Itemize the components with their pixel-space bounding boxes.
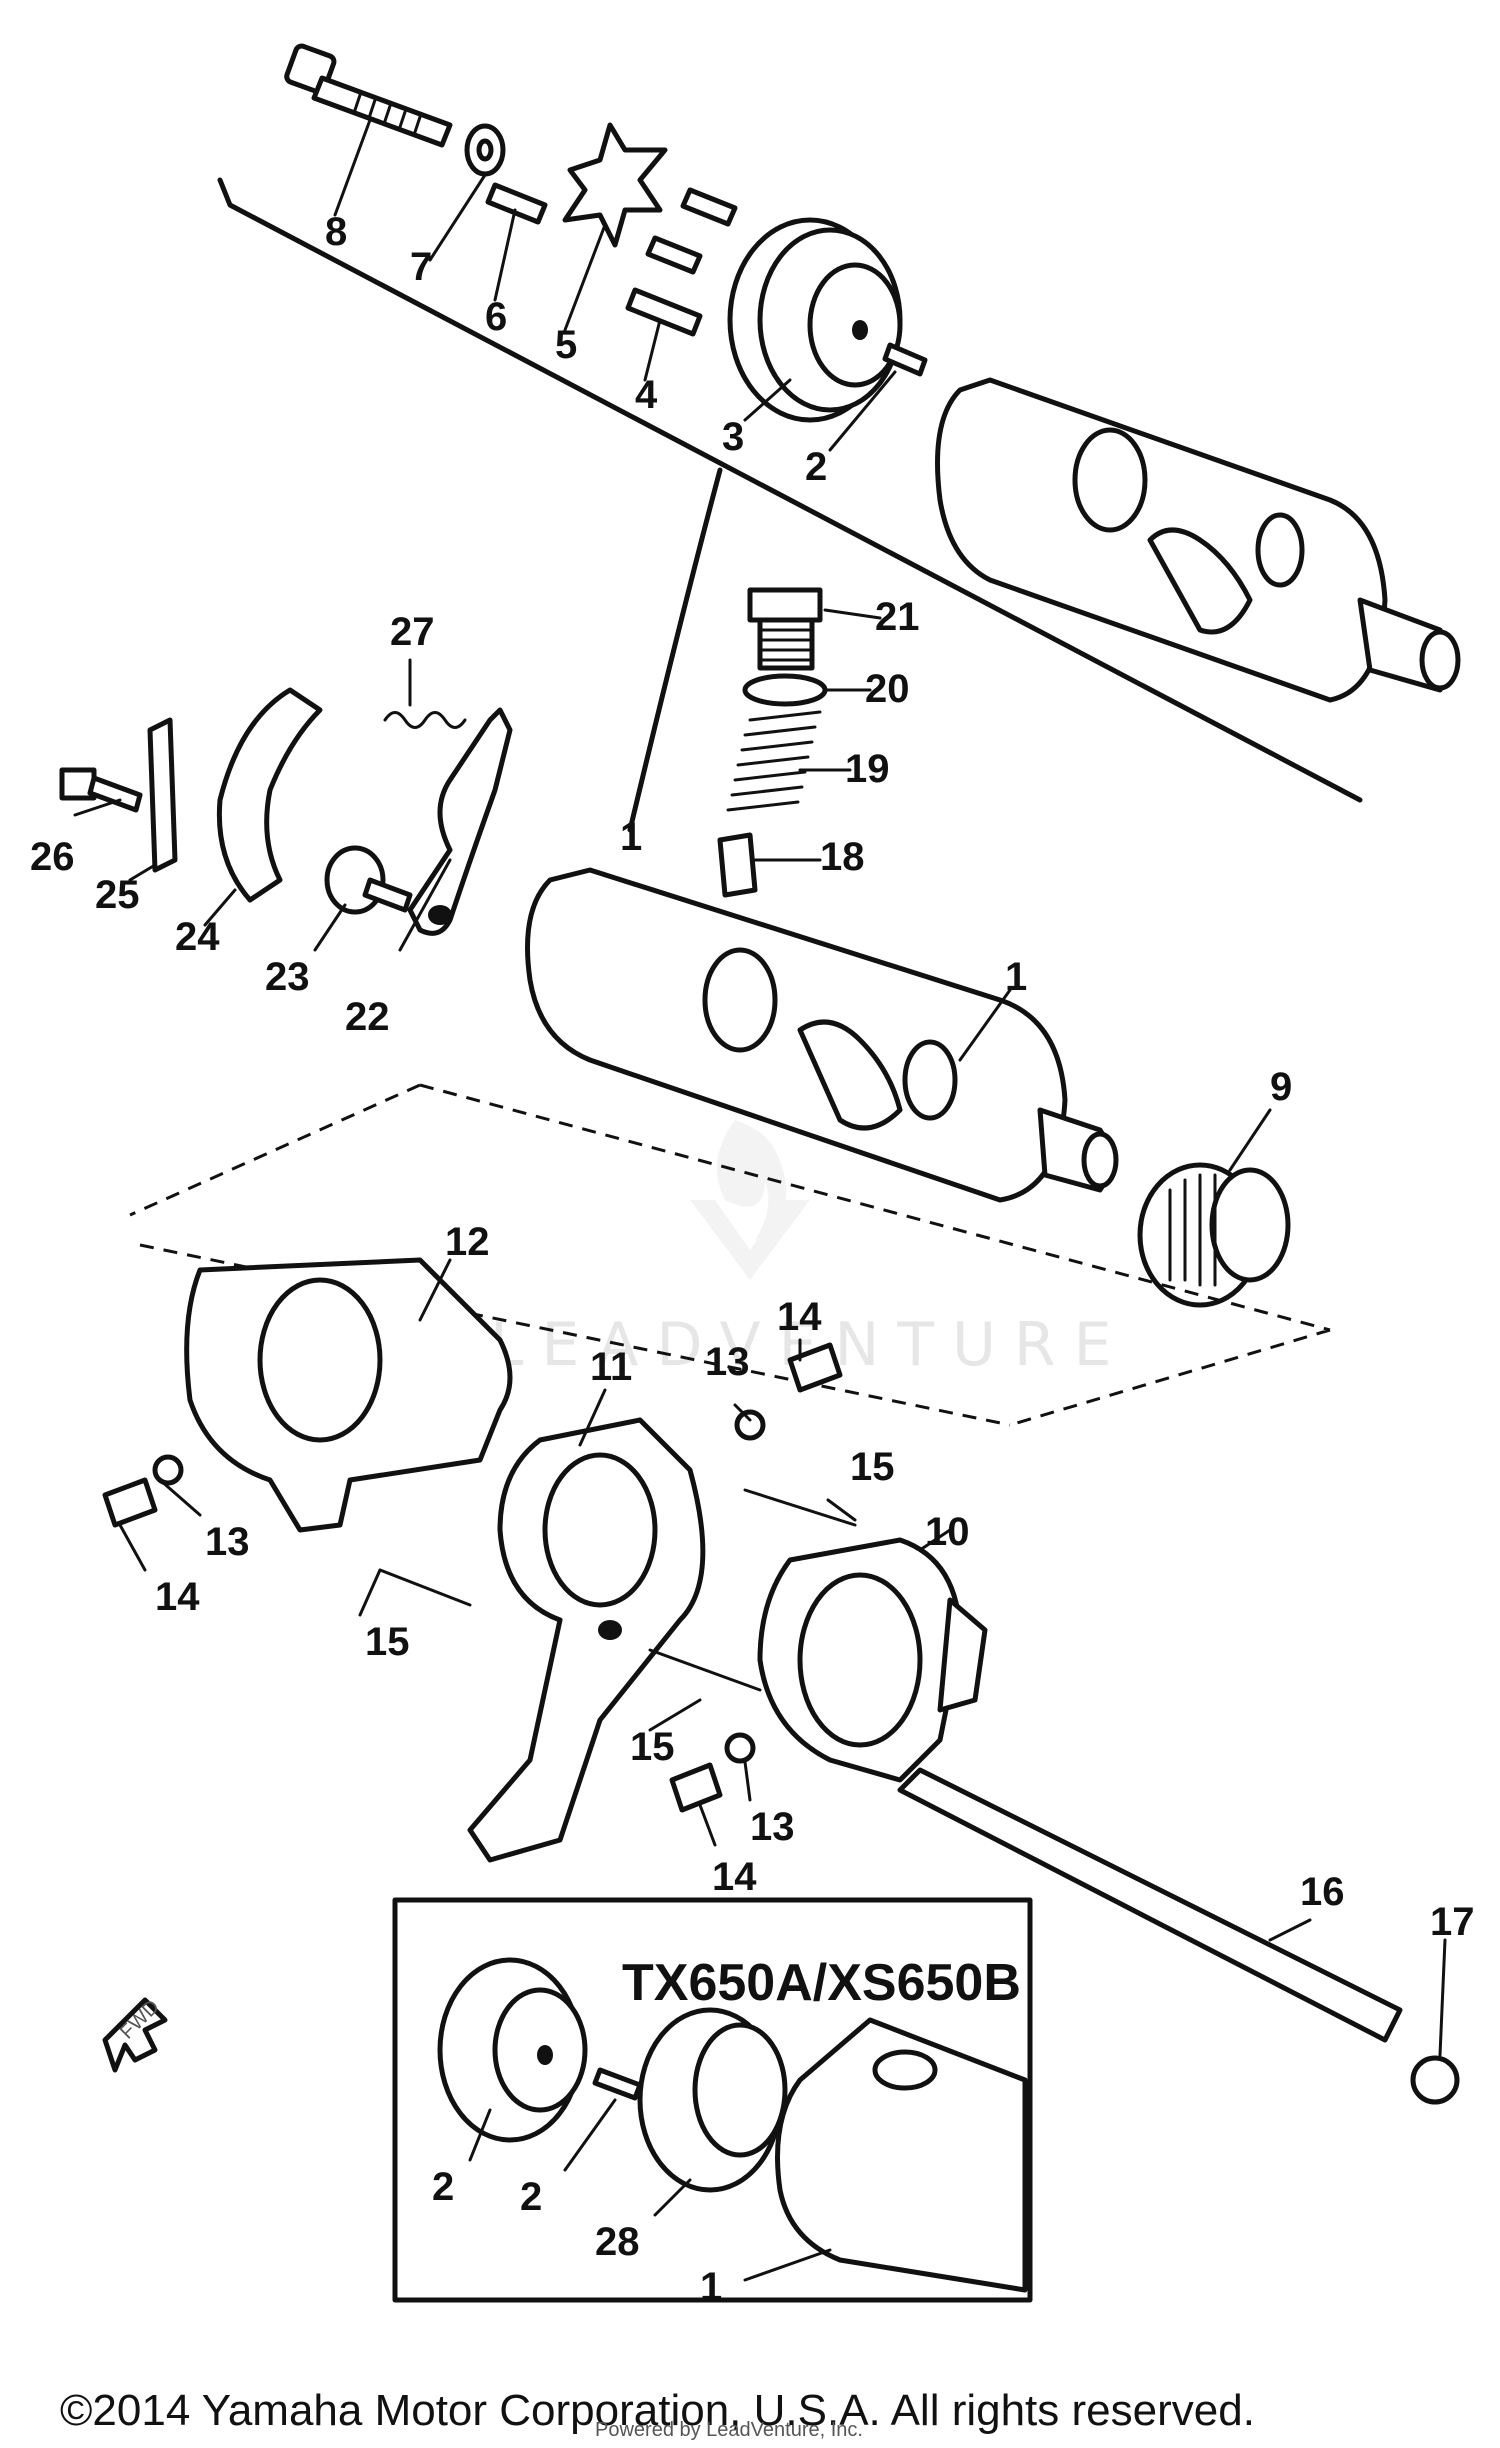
part-pin-15b	[743, 1488, 857, 1527]
part-pin-14c	[669, 1762, 723, 1813]
part-pin-6	[485, 182, 738, 275]
part-plate-25	[147, 717, 178, 873]
label-3: 3	[722, 415, 744, 459]
label-2b: 2	[432, 2165, 454, 2209]
part-pin-15a	[378, 1568, 472, 1607]
part-arm-22	[407, 707, 513, 936]
part-drum-top	[935, 377, 1461, 703]
inset-drum-1	[775, 2017, 1028, 2293]
part-drum-1	[525, 867, 1119, 1203]
label-13b: 13	[705, 1340, 750, 1384]
small-credit: Powered by LeadVenture, Inc.	[595, 2419, 863, 2441]
part-bolt-8	[284, 43, 453, 148]
part-bearing-9	[1137, 1162, 1291, 1308]
part-star-plate-5	[562, 122, 668, 248]
leader-lines	[73, 118, 1447, 2282]
label-2c: 2	[520, 2175, 542, 2219]
label-12: 12	[445, 1220, 490, 1264]
label-7: 7	[410, 245, 432, 289]
label-1a: 1	[620, 815, 642, 859]
part-pin-4	[625, 287, 703, 337]
label-25: 25	[95, 873, 140, 917]
part-segment-24	[216, 687, 323, 903]
part-shaft-16	[897, 1767, 1403, 2043]
label-10: 10	[925, 1510, 970, 1554]
label-13a: 13	[205, 1520, 250, 1564]
part-roller-13b	[734, 1409, 766, 1441]
part-roller-13c	[724, 1732, 756, 1764]
label-17: 17	[1430, 1900, 1475, 1944]
watermark-logo	[690, 1120, 810, 1280]
label-15b: 15	[850, 1445, 895, 1489]
inset-dowel-2	[592, 2067, 643, 2101]
label-5: 5	[555, 323, 577, 367]
label-8: 8	[325, 210, 347, 254]
label-18: 18	[820, 835, 865, 879]
inset-cam-3	[437, 1957, 588, 2143]
label-26: 26	[30, 835, 75, 879]
label-1c: 1	[700, 2265, 722, 2309]
label-22: 22	[345, 995, 390, 1039]
label-15a: 15	[365, 1620, 410, 1664]
part-pin-15c	[648, 1648, 762, 1692]
part-fork-11	[467, 1417, 706, 1863]
label-14c: 14	[712, 1855, 757, 1899]
inset-box	[392, 1897, 1033, 2303]
copyright-text: ©2014 Yamaha Motor Corporation, U.S.A. A…	[60, 2386, 1255, 2435]
label-27: 27	[390, 610, 435, 654]
part-bolt-23	[324, 845, 413, 915]
label-6: 6	[485, 295, 507, 339]
part-cap-17	[1410, 2055, 1460, 2105]
label-28: 28	[595, 2220, 640, 2264]
label-14b: 14	[777, 1295, 822, 1339]
part-washer-20	[742, 673, 828, 707]
label-16: 16	[1300, 1870, 1345, 1914]
part-dowel-2	[882, 342, 928, 377]
label-1b: 1	[1005, 955, 1027, 999]
part-pin-14b	[787, 1342, 843, 1393]
part-spring-19	[726, 710, 822, 812]
label-19: 19	[845, 747, 890, 791]
leader-section	[627, 467, 723, 833]
part-spring-27	[383, 711, 467, 729]
label-11: 11	[590, 1345, 632, 1389]
part-cam-3	[727, 217, 903, 423]
part-fork-12	[184, 1257, 513, 1533]
part-roller-13a	[152, 1454, 184, 1486]
fwd-arrow-icon	[102, 1997, 168, 2073]
label-9: 9	[1270, 1065, 1292, 1109]
label-23: 23	[265, 955, 310, 999]
part-plug-21	[747, 587, 823, 671]
part-pin-14a	[102, 1477, 158, 1528]
label-2a: 2	[805, 445, 827, 489]
label-21: 21	[875, 595, 920, 639]
label-14a: 14	[155, 1575, 200, 1619]
label-24: 24	[175, 915, 220, 959]
label-4: 4	[635, 373, 658, 417]
part-plunger-18	[717, 832, 758, 898]
label-13c: 13	[750, 1805, 795, 1849]
section-line-top	[217, 177, 1363, 803]
inset-bearing-28	[637, 2007, 788, 2193]
label-20: 20	[865, 667, 910, 711]
label-15c: 15	[630, 1725, 675, 1769]
inset-model-label: TX650A/XS650B	[622, 1954, 1021, 2012]
part-bolt-26	[59, 767, 143, 813]
part-fork-10	[757, 1537, 988, 1783]
